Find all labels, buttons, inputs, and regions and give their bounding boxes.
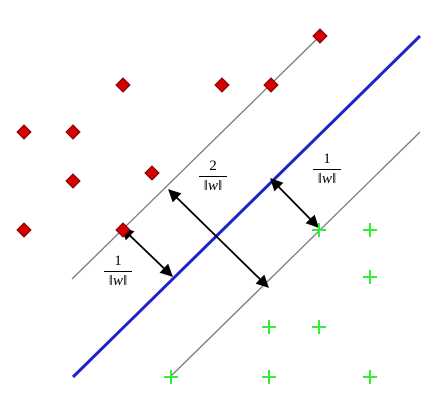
- green-plus-icon: [262, 370, 276, 384]
- red-diamond-icon: [115, 77, 131, 93]
- red-diamond-icon: [65, 124, 81, 140]
- green-plus-icon: [312, 223, 326, 237]
- margin-right-arrow: [270, 178, 319, 228]
- margin-right-denominator: ‖w‖: [317, 171, 337, 187]
- fraction-bar: [199, 176, 227, 177]
- green-plus-icon: [363, 270, 377, 284]
- fraction-bar: [313, 169, 341, 170]
- margin-left-label: 1 ‖w‖: [104, 254, 132, 289]
- margin-total-arrow: [168, 189, 269, 288]
- margin-total-numerator: 2: [209, 158, 217, 174]
- red-diamond-icon: [65, 173, 81, 189]
- red-diamond-icon: [144, 165, 160, 181]
- green-plus-icon: [262, 320, 276, 334]
- fraction-bar: [104, 271, 132, 272]
- green-plus-icon: [363, 370, 377, 384]
- green-plus-icon: [164, 370, 178, 384]
- margin-left-arrow: [121, 227, 173, 277]
- upper-margin-line: [71, 33, 323, 280]
- margin-right-label: 1 ‖w‖: [313, 152, 341, 187]
- green-plus-icon: [363, 223, 377, 237]
- red-diamond-icon: [115, 222, 131, 238]
- red-diamond-icon: [263, 77, 279, 93]
- margin-total-label: 2 ‖w‖: [199, 159, 227, 194]
- red-diamond-icon: [214, 77, 230, 93]
- margin-total-denominator: ‖w‖: [203, 178, 223, 194]
- margin-left-numerator: 1: [114, 253, 122, 269]
- lower-margin-line: [169, 131, 421, 378]
- red-diamond-icon: [16, 124, 32, 140]
- red-diamond-icon: [312, 28, 328, 44]
- negative-class-points: [16, 28, 328, 238]
- margin-left-denominator: ‖w‖: [108, 273, 128, 289]
- green-plus-icon: [312, 320, 326, 334]
- margin-right-numerator: 1: [323, 151, 331, 167]
- red-diamond-icon: [16, 222, 32, 238]
- positive-class-points: [164, 223, 377, 384]
